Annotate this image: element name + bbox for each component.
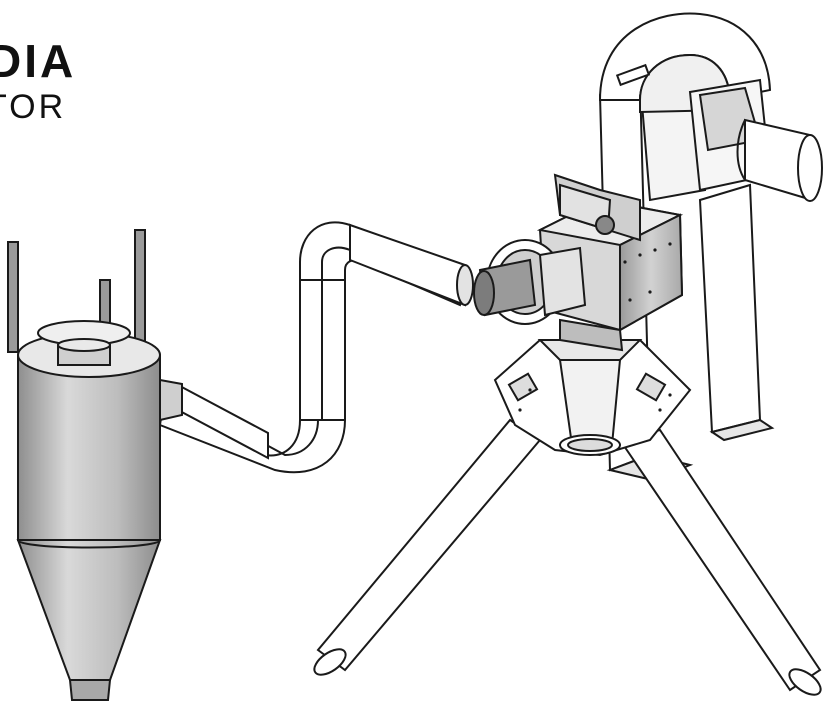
- discharge-spouts: [313, 418, 822, 696]
- cyclone: [16, 320, 183, 701]
- fan-motor: [473, 239, 587, 325]
- distributor-hopper: [493, 339, 692, 457]
- brand-logo: DIA TOR: [0, 0, 140, 140]
- brand-logo-line1: DIA: [0, 35, 77, 87]
- transfer-duct: [158, 221, 474, 474]
- brand-logo-line2: TOR: [0, 88, 67, 126]
- bucket-elevator-head: [598, 12, 823, 202]
